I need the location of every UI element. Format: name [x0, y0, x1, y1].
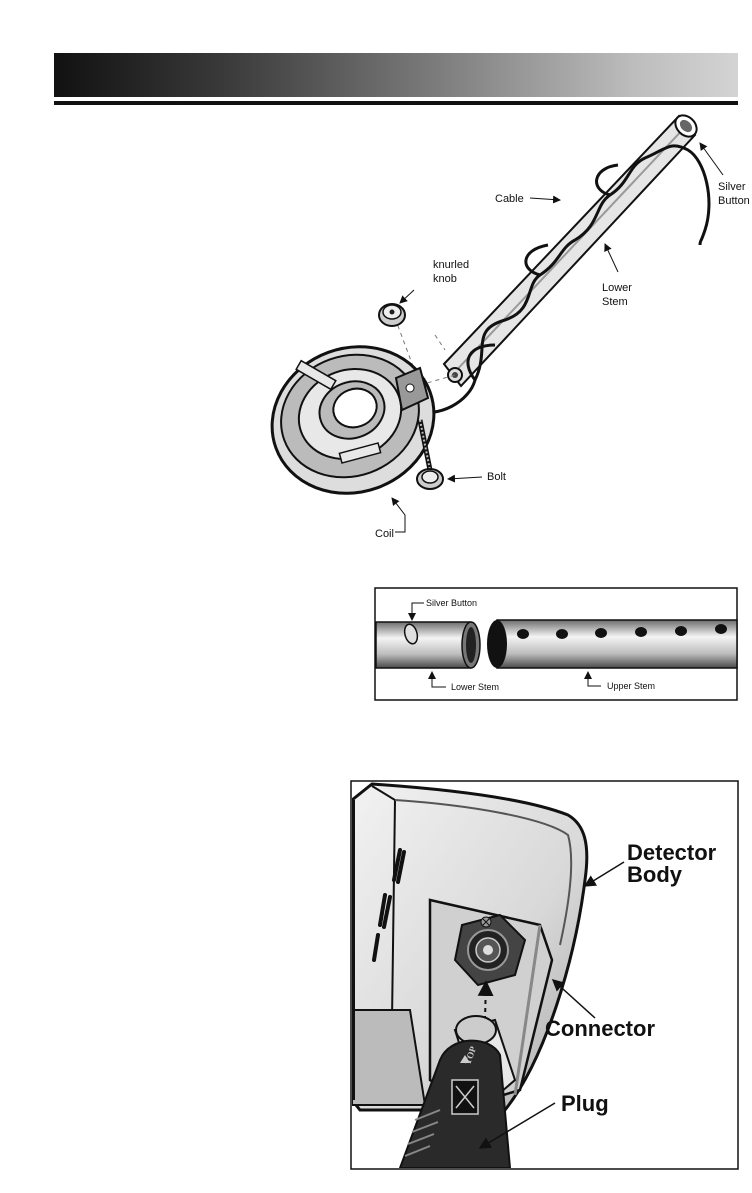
upper-stem-label: Upper Stem [607, 681, 655, 691]
knurled-knob-label-2: knob [433, 273, 457, 285]
upper-stem-tube [487, 620, 737, 668]
detector-body-label-2: Body [627, 862, 683, 887]
stem-connection-figure: Silver Button Lower Stem Upper Stem [375, 588, 737, 700]
knurled-knob-label-1: knurled [433, 259, 469, 271]
plug-label: Plug [561, 1091, 609, 1116]
coil-assembly-figure: Cable Silver Button knurled knob Lower S… [251, 111, 749, 540]
lower-stem-label-2: Stem [602, 296, 628, 308]
silver-button-label-2: Button [718, 195, 750, 207]
lower-stem-tube [376, 622, 480, 668]
silver-button-label-1: Silver [718, 181, 746, 193]
knurled-knob [379, 304, 405, 326]
plug-connector-figure: TOP Detector Body Connector Plug [351, 781, 738, 1169]
connector-label: Connector [545, 1016, 655, 1041]
cable-label: Cable [495, 193, 524, 205]
lower-stem-label: Lower Stem [451, 682, 499, 692]
lower-stem-label-1: Lower [602, 282, 632, 294]
silver-button-label: Silver Button [426, 598, 477, 608]
coil-label: Coil [375, 528, 394, 540]
bolt-label: Bolt [487, 471, 506, 483]
